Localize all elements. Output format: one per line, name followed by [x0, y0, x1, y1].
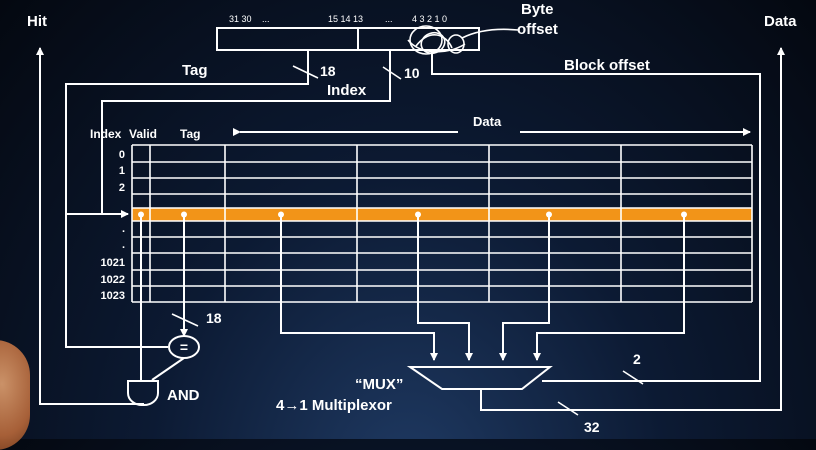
multiplexor	[406, 366, 553, 390]
row-index-label: 1022	[101, 274, 125, 286]
tag-bus-slash	[292, 65, 319, 79]
row-index-label: .	[122, 207, 125, 219]
data-output-line	[480, 47, 785, 411]
compare-to-and-line	[151, 357, 185, 381]
column-header-valid: Valid	[129, 127, 157, 141]
cache-table	[131, 144, 753, 303]
valid-bit-line	[140, 215, 144, 382]
mux-select-bits-label: 2	[633, 351, 641, 367]
and-gate-label: AND	[167, 387, 200, 404]
junction-dot	[138, 211, 144, 218]
byte-offset-label-2: offset	[517, 21, 558, 38]
block-offset-label: Block offset	[564, 57, 650, 74]
stored-tag-slash	[171, 313, 199, 327]
and-gate	[126, 380, 160, 407]
data-bus-slash	[557, 401, 579, 416]
word0-line	[280, 215, 438, 361]
index-line	[101, 50, 391, 214]
row-index-label: 2	[119, 182, 125, 194]
presenter-thumb	[0, 340, 30, 450]
address-bits-ellipsis-left: ...	[262, 14, 270, 24]
row-index-label: 0	[119, 149, 125, 161]
column-header-data: Data	[473, 114, 502, 129]
row-index-label: .	[122, 239, 125, 251]
index-label: Index	[327, 82, 367, 99]
tag-bits-label: 18	[320, 63, 336, 79]
address-bits-mid: 15 14 13	[328, 14, 363, 24]
row-index-label: 1	[119, 165, 125, 177]
data-bits-label: 32	[584, 419, 600, 435]
address-bits-ellipsis-right: ...	[385, 14, 393, 24]
address-bits-low: 4 3 2 1 0	[412, 14, 447, 24]
mux-description-label: 4→1 Multiplexor	[276, 397, 392, 414]
tag-compare-line	[65, 214, 168, 348]
junction-dot	[278, 211, 284, 218]
compare-symbol: =	[180, 339, 188, 355]
address-bits-high: 31 30	[229, 14, 252, 24]
junction-dot	[546, 211, 552, 218]
column-header-index: Index	[90, 127, 122, 141]
index-bus-slash	[382, 66, 402, 80]
hit-label: Hit	[27, 13, 47, 30]
word1-line	[417, 215, 473, 361]
byte-offset-label-1: Byte	[521, 1, 554, 18]
word3-line	[533, 215, 685, 361]
address-register	[216, 27, 480, 51]
tag-comparator	[168, 335, 200, 359]
row-index-label: 1023	[101, 290, 125, 302]
junction-dot	[181, 211, 187, 218]
hit-output-line	[36, 47, 144, 405]
column-header-tag: Tag	[180, 127, 200, 141]
index-bits-label: 10	[404, 65, 420, 81]
word2-line	[499, 215, 550, 361]
mux-name-label: “MUX”	[355, 376, 403, 393]
tag-label: Tag	[182, 62, 208, 79]
row-index-label: 1021	[101, 257, 125, 269]
cache-diagram: Hit Data 31 30 ... 15 14 13 ... 4 3 2 1 …	[27, 1, 797, 435]
selected-row-highlight	[132, 208, 752, 221]
row-index-label: .	[122, 223, 125, 235]
junction-dot	[415, 211, 421, 218]
mux-select-slash	[622, 370, 644, 385]
block-offset-line	[431, 50, 761, 382]
byte-offset-annotation	[407, 25, 519, 55]
data-output-label: Data	[764, 13, 797, 30]
compare-bits-label: 18	[206, 310, 222, 326]
junction-dot	[681, 211, 687, 218]
